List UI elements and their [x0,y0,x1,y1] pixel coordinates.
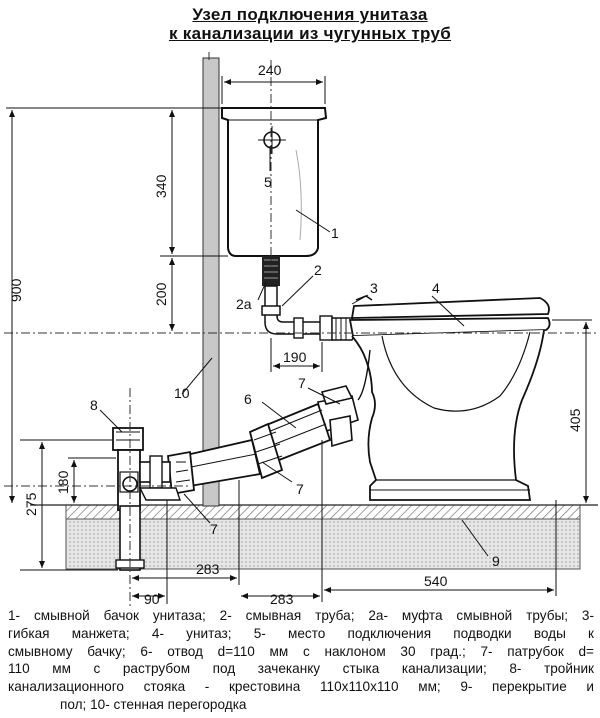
legend-line-1: 1- смывной бачок унитаза; 2- смывная тру… [8,608,594,623]
callout-2-flush-pipe: 2 [314,262,322,278]
callout-4-toilet: 4 [432,280,440,296]
callout-leaders [99,146,489,557]
dim-total-height: 900 [8,278,24,302]
callout-3-cuff: 3 [370,280,378,296]
diagram-title-line2: к канализации из чугунных труб [168,24,452,43]
legend-line-6: пол; 10- стенная перегородка [60,696,247,712]
floor-slab [30,504,598,570]
wall-partition [202,57,220,507]
callout-7-pipe-middle: 7 [296,481,304,497]
callout-2a-pipe-coupling: 2а [236,296,252,312]
callout-7-pipe-upper: 7 [298,375,306,391]
dim-bowl-height: 405 [567,408,583,432]
callout-7-pipe-lower: 7 [210,521,218,537]
dim-tee-height: 180 [55,470,71,494]
legend-line-3: смывному бачку; 6- отвод d=110 мм с накл… [8,643,594,659]
dim-tank-above-outlet: 200 [153,282,169,306]
legend-line-5: канализационного стояка - крестовина 110… [8,679,594,695]
callout-5-water-inlet: 5 [264,174,272,190]
dim-riser-offset: 90 [144,591,160,607]
legend-line-2: гибкая манжета; 4- унитаз; 5- место подк… [8,625,594,641]
callout-10-wall: 10 [174,385,190,401]
dim-bowl-length: 540 [424,573,448,589]
dim-floor-to-axis: 275 [23,492,39,516]
sewer-pipe-assembly [167,385,359,496]
cistern [221,107,328,257]
legend-line-4: 110 мм с раструбом под зачеканку стыка к… [8,661,594,677]
reference-lines [4,52,598,606]
dimension-lines [6,76,592,604]
flush-pipe [261,256,356,341]
callout-6-elbow: 6 [244,391,252,407]
dim-offset-a: 283 [196,561,220,577]
legend: 1- смывной бачок унитаза; 2- смывная тру… [8,607,594,714]
dim-tank-width: 240 [258,62,282,78]
diagram-title-line1: Узел подключения унитаза [192,5,428,24]
callout-8-cross-tee: 8 [90,397,98,413]
dim-offset-b: 283 [270,591,294,607]
callout-9-floor: 9 [492,553,500,569]
toilet-bowl [348,295,551,501]
dim-tank-height: 340 [153,174,169,198]
dim-pipe-offset: 190 [283,349,307,365]
callout-1-cistern: 1 [331,225,339,241]
